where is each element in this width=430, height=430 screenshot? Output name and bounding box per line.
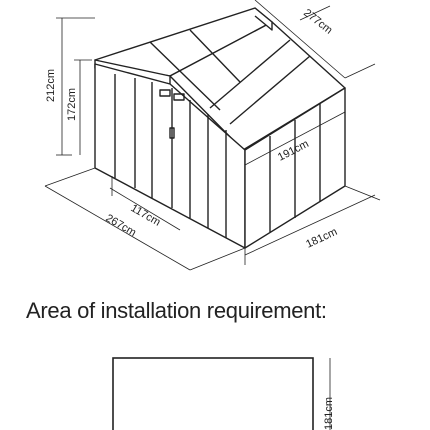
label-wall-height: 172cm [66,88,78,121]
dim-line-inner-depth [244,111,346,166]
dim-line-roof-length [254,0,346,79]
roof-panel-line [229,55,311,125]
label-total-height: 212cm [45,69,57,102]
label-front-width: 267cm [104,212,139,239]
dim-ext-line [189,247,246,271]
roof-panel-line [149,41,221,111]
roof-panel-line [209,39,291,109]
dim-line-side-depth [244,194,376,256]
dim-line-front-width [44,185,191,271]
vent-right [173,93,185,101]
dim-ext-line [299,5,331,21]
vent-left [159,89,171,97]
roof-ridge [254,7,273,31]
dim-ext-line [344,63,376,79]
label-area-width: 181cm [323,397,335,430]
dim-line-door-width [109,187,181,231]
label-door-width: 117cm [129,202,163,228]
dim-ext-line [344,185,381,201]
installation-area-rect [112,357,314,430]
label-side-depth: 181cm [304,226,339,251]
dim-ext-line [44,167,96,187]
roof-panel-line [189,29,241,83]
installation-heading: Area of installation requirement: [26,298,327,323]
door-handle [169,127,175,139]
